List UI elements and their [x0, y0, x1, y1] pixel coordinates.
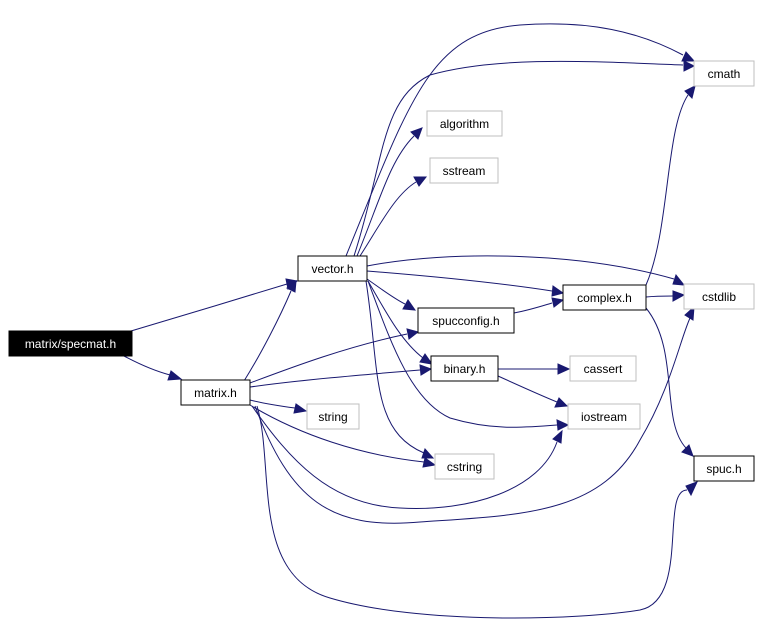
edge-matrix-to-vector [243, 290, 292, 382]
node-string[interactable]: string [306, 403, 360, 430]
node-iostream-label: iostream [581, 410, 627, 424]
arrowhead-matrix-to-string [293, 403, 308, 414]
arrowhead-matrix-to-iostream [552, 429, 563, 444]
edge-vector-to-spucconfig [366, 278, 406, 305]
edge-complex-to-spuc [645, 307, 687, 449]
node-sstream[interactable]: sstream [429, 157, 499, 184]
arrowhead-vector-to-algorithm [410, 127, 423, 140]
arrowhead-matrix-to-vector [286, 279, 297, 293]
node-cstring[interactable]: cstring [434, 453, 495, 480]
arrowhead-matrix-to-cstring [422, 457, 437, 468]
edge-vector-to-cmath-inner [353, 60, 684, 257]
edge-matrix-to-cstring [249, 404, 425, 463]
arrowhead-vector-to-cstring [421, 448, 435, 459]
edge-matrix-to-spucconfig [249, 333, 408, 384]
node-specmat[interactable]: matrix/specmat.h [8, 330, 133, 357]
arrowhead-vector-to-sstream [413, 176, 428, 187]
node-vector-label: vector.h [311, 262, 353, 276]
arrowhead-vector-to-cstdlib [672, 273, 686, 286]
node-iostream[interactable]: iostream [567, 403, 641, 430]
node-vector[interactable]: vector.h [297, 255, 368, 282]
node-spuc-label: spuc.h [706, 462, 741, 476]
edges-layer [123, 23, 698, 619]
node-spuc[interactable]: spuc.h [693, 455, 755, 482]
edge-matrix-to-binary [249, 369, 421, 388]
arrowhead-complex-to-cmath [684, 85, 696, 99]
node-specmat-label: matrix/specmat.h [25, 337, 116, 351]
node-cmath-label: cmath [708, 67, 741, 81]
node-matrix[interactable]: matrix.h [180, 379, 251, 406]
arrowhead-vector-to-complex [551, 285, 565, 297]
edge-complex-to-cstdlib [645, 295, 674, 298]
edge-matrix-to-spuc [256, 405, 688, 619]
node-binary-label: binary.h [444, 362, 486, 376]
arrowhead-binary-to-cassert [557, 363, 571, 375]
edge-specmat-to-vector [130, 283, 288, 332]
edge-spucconfig-to-complex [513, 302, 553, 314]
node-spucconfig[interactable]: spucconfig.h [417, 307, 515, 334]
edge-matrix-to-iostream [251, 405, 558, 509]
edge-vector-to-sstream [359, 181, 417, 257]
arrowhead-vector-to-iostream [556, 419, 570, 431]
arrowhead-matrix-to-spucconfig [406, 328, 420, 340]
node-string-label: string [318, 410, 347, 424]
edge-matrix-to-string [249, 399, 296, 409]
edge-vector-to-algorithm [356, 135, 415, 257]
arrowhead-complex-to-spuc [681, 444, 694, 457]
arrowhead-matrix-to-spuc [685, 481, 698, 497]
node-cstring-label: cstring [447, 460, 482, 474]
edge-vector-to-iostream [367, 280, 558, 428]
arrowhead-vector-to-cmath-outer [681, 51, 696, 62]
edge-vector-to-binary [367, 280, 424, 359]
edge-vector-to-cmath-outer [345, 23, 684, 257]
arrowhead-vector-to-binary [419, 353, 434, 365]
node-cassert[interactable]: cassert [569, 355, 637, 382]
edge-binary-to-iostream [497, 375, 558, 403]
edge-specmat-to-matrix [123, 355, 171, 376]
node-binary[interactable]: binary.h [430, 355, 499, 382]
edge-vector-to-complex [366, 270, 553, 292]
arrowhead-matrix-to-binary [419, 364, 433, 376]
node-cassert-label: cassert [584, 362, 623, 376]
arrowhead-matrix-to-cstdlib [684, 305, 695, 321]
node-cmath[interactable]: cmath [693, 60, 755, 87]
nodes-layer: matrix/specmat.h matrix.h vector.h spucc… [8, 60, 755, 482]
node-cstdlib-label: cstdlib [702, 290, 736, 304]
node-spucconfig-label: spucconfig.h [432, 314, 499, 328]
edge-matrix-to-cstdlib [254, 317, 691, 524]
edge-vector-to-cstring [365, 280, 425, 454]
node-algorithm-label: algorithm [440, 117, 489, 131]
arrowhead-vector-to-cmath-inner [683, 60, 696, 72]
node-sstream-label: sstream [443, 164, 486, 178]
node-algorithm[interactable]: algorithm [426, 110, 503, 137]
node-complex[interactable]: complex.h [562, 284, 647, 311]
arrowhead-specmat-to-matrix [167, 370, 183, 381]
edge-vector-to-cstdlib [366, 255, 675, 280]
arrowhead-vector-to-spucconfig [402, 299, 417, 311]
edge-complex-to-cmath [645, 94, 689, 286]
node-matrix-label: matrix.h [194, 386, 237, 400]
arrowhead-spucconfig-to-complex [551, 297, 565, 308]
arrowhead-complex-to-cstdlib [672, 290, 686, 302]
node-cstdlib[interactable]: cstdlib [683, 283, 755, 310]
arrowhead-binary-to-iostream [554, 397, 569, 408]
node-complex-label: complex.h [577, 291, 632, 305]
